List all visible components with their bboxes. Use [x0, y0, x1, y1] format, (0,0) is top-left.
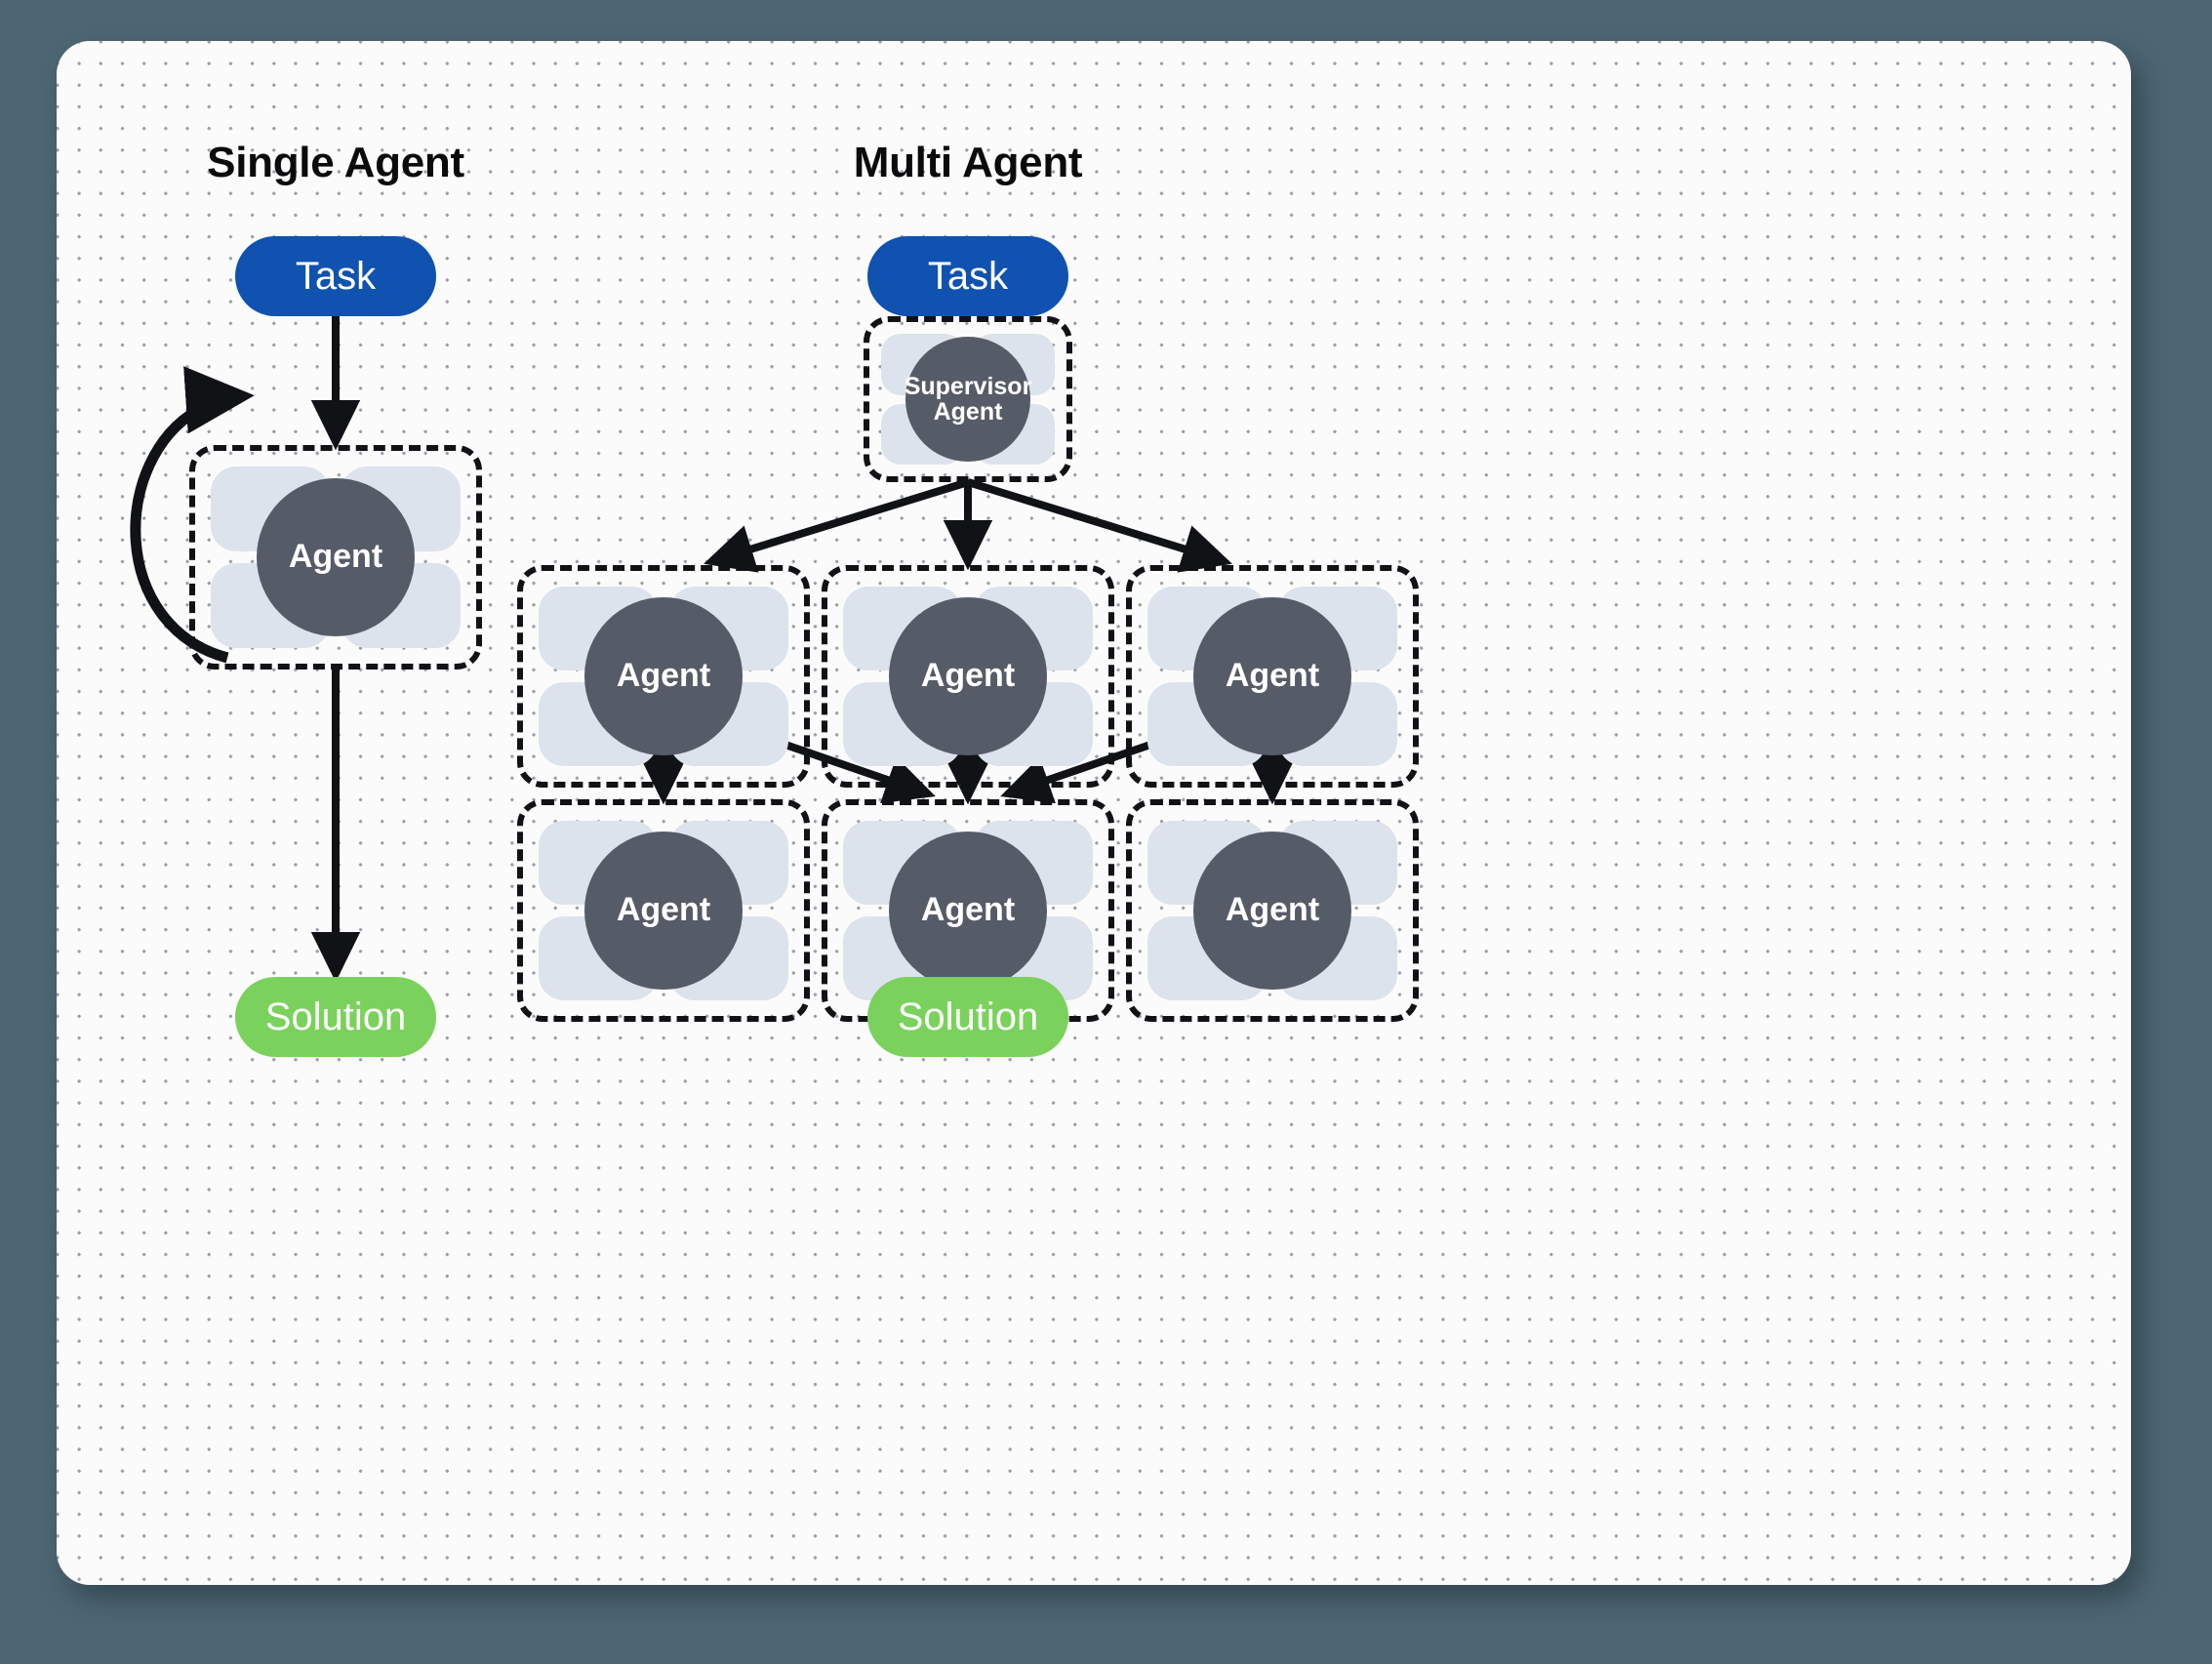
- agent-core-circle: Agent: [584, 832, 743, 990]
- node-supervisor-agent[interactable]: Supervisor Agent: [864, 316, 1072, 482]
- node-agent-row2-left-label: Agent: [616, 891, 711, 929]
- column-title-multi-agent: Multi Agent: [853, 139, 1083, 186]
- node-agent-row1-center-label: Agent: [920, 657, 1016, 695]
- diagram-card: Single Agent Task Agent Solution Multi A…: [57, 41, 2131, 1585]
- node-agent-row1-right[interactable]: Agent: [1126, 565, 1419, 788]
- node-agent-row1-center[interactable]: Agent: [822, 565, 1114, 788]
- node-agent-single-label: Agent: [288, 538, 383, 576]
- agent-core-circle: Agent: [1193, 597, 1351, 755]
- node-supervisor-label-line2: Agent: [933, 398, 1003, 426]
- edge-supervisor-to-agent-right: [966, 478, 1232, 573]
- node-task-single-label: Task: [295, 254, 377, 298]
- node-agent-row2-center[interactable]: Agent: [822, 799, 1114, 1022]
- node-solution-single-label: Solution: [264, 994, 407, 1038]
- node-solution-multi[interactable]: Solution: [867, 977, 1068, 1057]
- column-title-single-agent: Single Agent: [207, 139, 464, 186]
- node-agent-row2-right-label: Agent: [1225, 891, 1320, 929]
- node-agent-row2-right[interactable]: Agent: [1126, 799, 1419, 1022]
- edge-supervisor-to-agent-left: [704, 478, 970, 573]
- node-agent-row1-left-label: Agent: [616, 657, 711, 695]
- node-task-multi-label: Task: [927, 254, 1009, 298]
- node-supervisor-label-line1: Supervisor: [904, 372, 1032, 400]
- node-solution-single[interactable]: Solution: [235, 977, 436, 1057]
- node-agent-row2-left[interactable]: Agent: [517, 799, 810, 1022]
- node-task-single[interactable]: Task: [235, 236, 436, 316]
- node-solution-multi-label: Solution: [897, 994, 1039, 1038]
- node-task-multi[interactable]: Task: [867, 236, 1068, 316]
- agent-core-circle: Agent: [584, 597, 743, 755]
- agent-core-circle: Agent: [889, 832, 1047, 990]
- node-agent-single[interactable]: Agent: [189, 445, 482, 670]
- node-agent-row1-left[interactable]: Agent: [517, 565, 810, 788]
- node-agent-row2-center-label: Agent: [920, 891, 1016, 929]
- agent-core-circle: Agent: [1193, 832, 1351, 990]
- node-agent-row1-right-label: Agent: [1225, 657, 1320, 695]
- supervisor-core-circle: Supervisor Agent: [904, 337, 1032, 462]
- agent-core-circle: Agent: [889, 597, 1047, 755]
- agent-core-circle: Agent: [257, 478, 415, 636]
